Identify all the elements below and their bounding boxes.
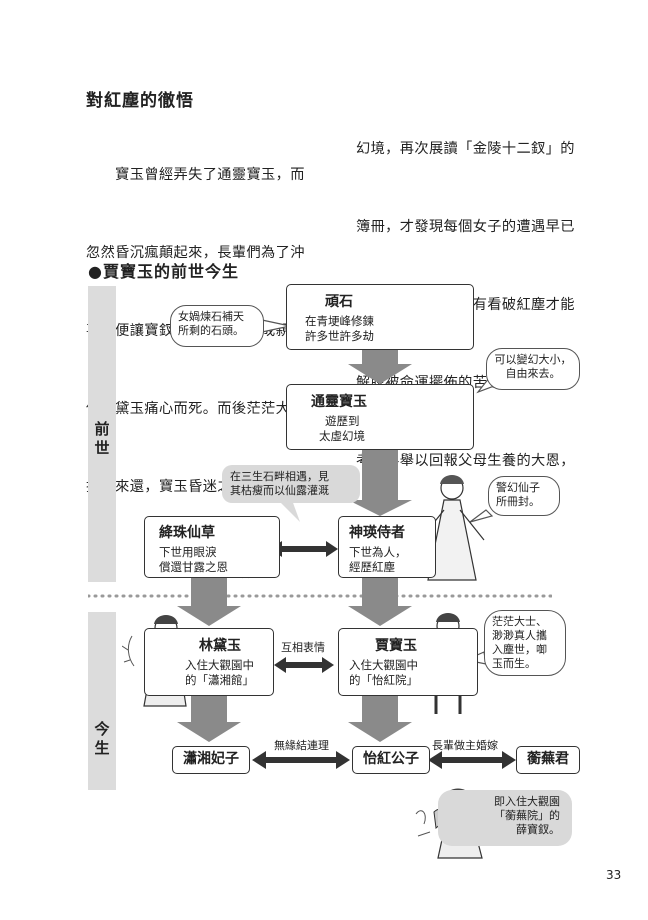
grass-node: 絳珠仙草 下世用眼淚 償還甘露之恩: [144, 516, 280, 578]
bubble-line: 其枯瘦而以仙露灌溉: [230, 484, 329, 497]
node-line: 許多世許多劫: [305, 329, 374, 343]
relation-mutual: 互相衷情: [281, 641, 325, 654]
hengwu-node: 蘅蕪君: [516, 746, 580, 774]
node-title: 通靈寶玉: [311, 394, 367, 410]
paragraph-line: 簿冊，才發現每個女子的遭遇早已: [356, 219, 575, 235]
double-arrow: [428, 751, 516, 769]
node-title: 絳珠仙草: [159, 525, 215, 541]
bubble-line: 渺渺真人攜: [492, 629, 547, 642]
mangmang-bubble: 茫茫大士、 渺渺真人攜 入塵世，啣 玉而生。: [484, 610, 566, 676]
baochai-bubble: 即入住大觀園 「蘅蕪院」的 薛寶釵。: [438, 790, 572, 846]
paragraph-line: 忽然昏沉瘋顛起來，長輩們為了沖: [86, 245, 305, 261]
arrow-down: [177, 696, 241, 742]
era-divider: [88, 594, 552, 598]
past-band-label: 前世: [94, 420, 110, 457]
bubble-line: 「蘅蕪院」的: [494, 809, 560, 822]
past-band: [88, 286, 116, 582]
node-line: 經歷紅塵: [349, 560, 395, 574]
fairy-illustration: [419, 475, 485, 581]
bubble-line: 入塵世，啣: [492, 643, 547, 656]
relation-no-marriage: 無緣結連理: [274, 739, 329, 752]
jade-node: 通靈寶玉 遊歷到 太虛幻境: [286, 384, 474, 450]
arrow-down: [348, 576, 412, 626]
arrow-down: [348, 696, 412, 742]
nuwa-bubble: 女媧煉石補天 所剩的石頭。: [170, 305, 264, 347]
chart-title: ●賈寶玉的前世今生: [88, 262, 239, 281]
node-line: 的「怡紅院」: [349, 673, 418, 687]
baoyu-node: 賈寶玉 入住大觀園中 的「怡紅院」: [338, 628, 478, 696]
page-number: 33: [606, 868, 622, 882]
bubble-line: 女媧煉石補天: [178, 310, 244, 323]
arrow-down: [348, 450, 412, 516]
paragraph-line: 幻境，再次展讀「金陵十二釵」的: [356, 141, 575, 157]
bubble-tail: [278, 500, 300, 522]
xiaoxiang-node: 瀟湘妃子: [172, 746, 250, 774]
arrow-down: [177, 578, 241, 626]
relation-arranged: 長輩做主婚嫁: [432, 739, 498, 752]
sansheng-bubble: 在三生石畔相遇，見 其枯瘦而以仙露灌溉: [222, 465, 360, 503]
double-arrow: [270, 541, 338, 557]
node-line: 入住大觀園中: [349, 658, 418, 672]
arrow-down: [348, 348, 412, 384]
node-title: 賈寶玉: [375, 638, 417, 654]
node-line: 償還甘露之恩: [159, 560, 228, 574]
bubble-line: 在三生石畔相遇，見: [230, 470, 329, 483]
paragraph-line: 寶玉曾經弄失了通靈寶玉，而: [86, 167, 305, 183]
bubble-line: 自由來去。: [505, 367, 561, 380]
paragraph-line: 使得黛玉痛心而死。而後茫茫大士: [86, 401, 305, 417]
stone-node: 頑石 在青埂峰修鍊 許多世許多劫: [286, 284, 474, 350]
node-line: 太虛幻境: [319, 429, 365, 443]
section-title: 對紅塵的徹悟: [86, 91, 194, 111]
attendant-node: 神瑛侍者 下世為人， 經歷紅塵: [338, 516, 436, 578]
bubble-line: 薛寶釵。: [516, 823, 560, 836]
yihong-node: 怡紅公子: [352, 746, 430, 774]
double-arrow: [252, 751, 350, 769]
double-arrow: [274, 657, 334, 673]
node-line: 下世用眼淚: [159, 545, 217, 559]
present-band: [88, 612, 116, 790]
bubble-line: 茫茫大士、: [492, 615, 547, 628]
node-title: 神瑛侍者: [349, 525, 405, 541]
node-line: 遊歷到: [325, 414, 360, 428]
paragraph-line: 考好科舉以回報父母生養的大恩，: [356, 453, 575, 469]
present-band-label: 今生: [94, 720, 110, 757]
bubble-line: 玉而生。: [492, 657, 536, 670]
bubble-tail: [469, 509, 494, 523]
bubble-line: 警幻仙子: [496, 481, 540, 494]
bubble-line: 所冊封。: [496, 495, 540, 508]
jinghuan-bubble: 警幻仙子 所冊封。: [488, 476, 560, 516]
node-line: 的「瀟湘館」: [185, 673, 254, 687]
node-line: 在青埂峰修鍊: [305, 314, 374, 328]
bubble-line: 可以變幻大小，: [494, 353, 572, 366]
node-title: 頑石: [325, 294, 353, 310]
daiyu-node: 林黛玉 入住大觀園中 的「瀟湘館」: [144, 628, 274, 696]
transform-bubble: 可以變幻大小， 自由來去。: [486, 348, 580, 390]
node-title: 林黛玉: [199, 638, 241, 654]
node-line: 下世為人，: [349, 545, 407, 559]
node-line: 入住大觀園中: [185, 658, 254, 672]
bubble-line: 所剩的石頭。: [178, 324, 244, 337]
bubble-line: 即入住大觀園: [494, 795, 560, 808]
